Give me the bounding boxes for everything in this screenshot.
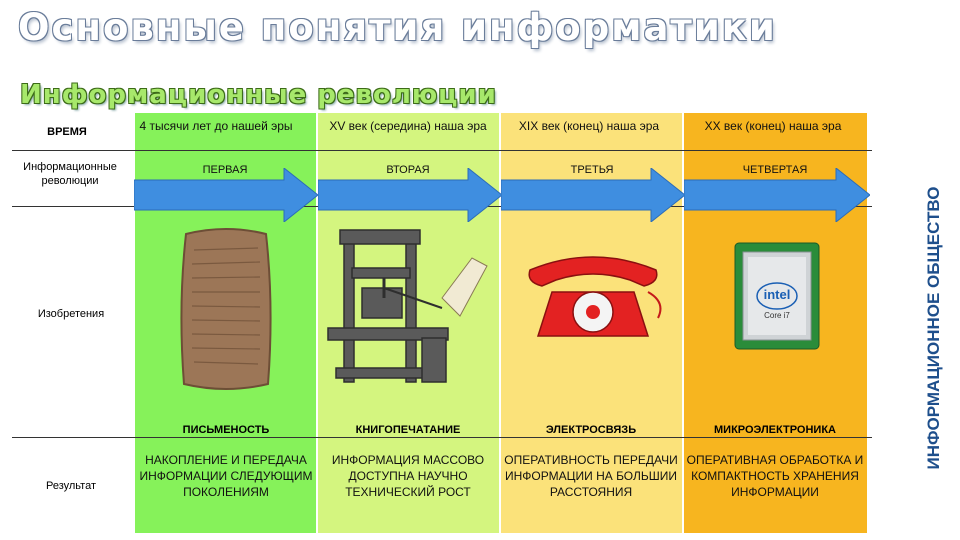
intel-chip-icon: intel Core i7 bbox=[734, 242, 820, 350]
result-3: ОПЕРАТИВНОСТЬ ПЕРЕДАЧИ ИНФОРМАЦИИ НА БОЛ… bbox=[504, 453, 678, 499]
arrow-4 bbox=[684, 168, 870, 222]
divider-time bbox=[12, 150, 872, 151]
result-1: НАКОПЛЕНИЕ И ПЕРЕДАЧА ИНФОРМАЦИИ СЛЕДУЮЩ… bbox=[139, 453, 313, 499]
result-2: ИНФОРМАЦИЯ МАССОВО ДОСТУПНА НАУЧНО ТЕХНИ… bbox=[331, 453, 485, 499]
page-title: Основные понятия информатики bbox=[18, 6, 777, 49]
row-label-revolutions: Информационные революции bbox=[23, 161, 117, 187]
invention-label-2: КНИГОПЕЧАТАНИЕ bbox=[355, 424, 461, 436]
arrow-1 bbox=[134, 168, 318, 222]
telephone-icon bbox=[528, 256, 662, 337]
time-3: XIX век (конец) наша эра bbox=[518, 119, 660, 133]
revolution-label-2: ВТОРАЯ bbox=[386, 164, 430, 176]
side-label-information-society: ИНФОРМАЦИОННОЕ ОБЩЕСТВО bbox=[924, 186, 943, 470]
invention-label-3: ЭЛЕКТРОСВЯЗЬ bbox=[545, 424, 637, 436]
invention-label-4: МИКРОЭЛЕКТРОНИКА bbox=[714, 424, 836, 436]
revolution-label-4: ЧЕТВЕРТАЯ bbox=[742, 164, 808, 176]
divider-inventions bbox=[12, 437, 872, 438]
printing-press-icon bbox=[327, 229, 488, 383]
revolution-label-1: ПЕРВАЯ bbox=[202, 164, 248, 176]
invention-label-1: ПИСЬМЕНОСТЬ bbox=[182, 424, 270, 436]
arrow-3 bbox=[501, 168, 685, 222]
result-4: ОПЕРАТИВНАЯ ОБРАБОТКА И КОМПАКТНОСТЬ ХРА… bbox=[686, 453, 864, 499]
time-4: XX век (конец) наша эра bbox=[704, 119, 842, 133]
arrow-2 bbox=[318, 168, 502, 222]
chip-brand: intel bbox=[764, 287, 791, 302]
clay-tablet-icon bbox=[180, 228, 272, 390]
row-label-time: ВРЕМЯ bbox=[47, 126, 87, 138]
page-subtitle: Информационные революции bbox=[20, 80, 497, 110]
row-label-result: Результат bbox=[45, 480, 97, 492]
row-label-inventions: Изобретения bbox=[37, 308, 105, 320]
time-2: XV век (середина) наша эра bbox=[329, 119, 487, 133]
time-1: 4 тысячи лет до нашей эры bbox=[139, 119, 293, 133]
chip-model: Core i7 bbox=[764, 311, 790, 320]
revolution-label-3: ТРЕТЬЯ bbox=[570, 164, 614, 176]
